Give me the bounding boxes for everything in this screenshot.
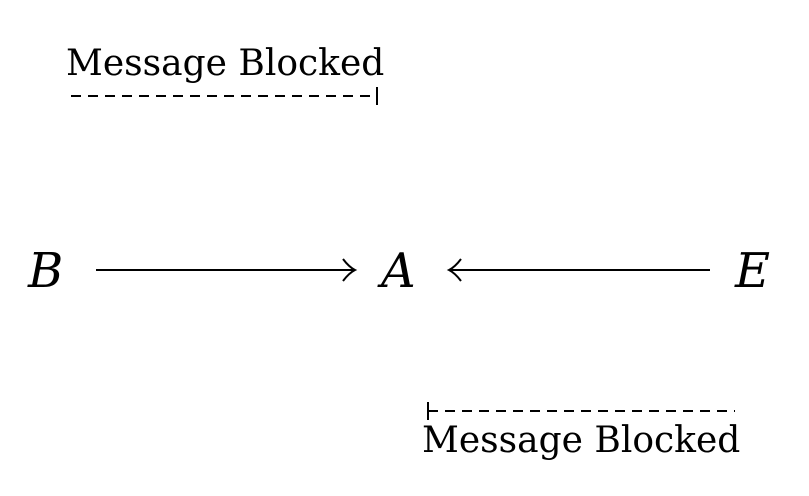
node-e: E xyxy=(734,243,770,299)
blocked-message-top: Message Blocked xyxy=(66,43,384,105)
node-b: B xyxy=(27,243,63,299)
arrow-b-to-a xyxy=(96,258,358,282)
arrow-e-to-a xyxy=(446,258,710,282)
blocked-label-top: Message Blocked xyxy=(66,43,384,84)
node-a: A xyxy=(377,243,416,299)
arrow-e-to-a-head xyxy=(446,258,462,282)
blocked-label-bottom: Message Blocked xyxy=(422,420,740,461)
blocked-message-bottom: Message Blocked xyxy=(422,402,740,461)
arrow-b-to-a-head xyxy=(342,258,358,282)
